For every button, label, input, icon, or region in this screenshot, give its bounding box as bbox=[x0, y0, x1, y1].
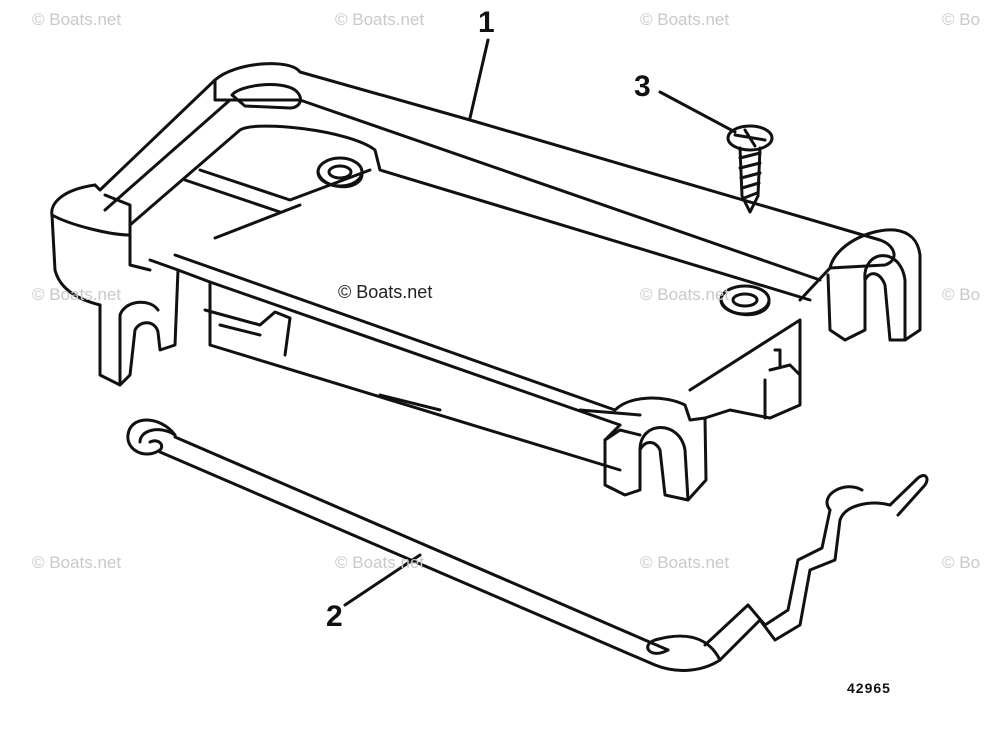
watermark: © Boats.net bbox=[335, 553, 425, 572]
leader-line-1 bbox=[468, 38, 490, 120]
watermark: © Boats.net bbox=[335, 10, 425, 29]
watermark: © Boats.net bbox=[32, 553, 122, 572]
leader-line-3 bbox=[658, 90, 737, 134]
watermark: © Bo bbox=[942, 553, 981, 572]
spring-wire-part-2 bbox=[126, 418, 929, 672]
callout-1: 1 bbox=[478, 6, 495, 39]
center-watermark: © Boats.net bbox=[338, 282, 433, 302]
watermark: © Bo bbox=[942, 10, 981, 29]
watermark: © Boats.net bbox=[32, 285, 122, 304]
watermark: © Bo bbox=[942, 285, 981, 304]
watermark: © Boats.net bbox=[640, 553, 730, 572]
watermark: © Boats.net bbox=[640, 10, 730, 29]
drawing-number: 42965 bbox=[847, 680, 891, 696]
bracket-part-1 bbox=[50, 62, 922, 502]
callout-2: 2 bbox=[326, 600, 343, 633]
leader-line-2 bbox=[343, 553, 422, 607]
screw-part-3 bbox=[726, 124, 774, 214]
watermark: © Boats.net bbox=[640, 285, 730, 304]
callout-3: 3 bbox=[634, 70, 651, 103]
watermark: © Boats.net bbox=[32, 10, 122, 29]
